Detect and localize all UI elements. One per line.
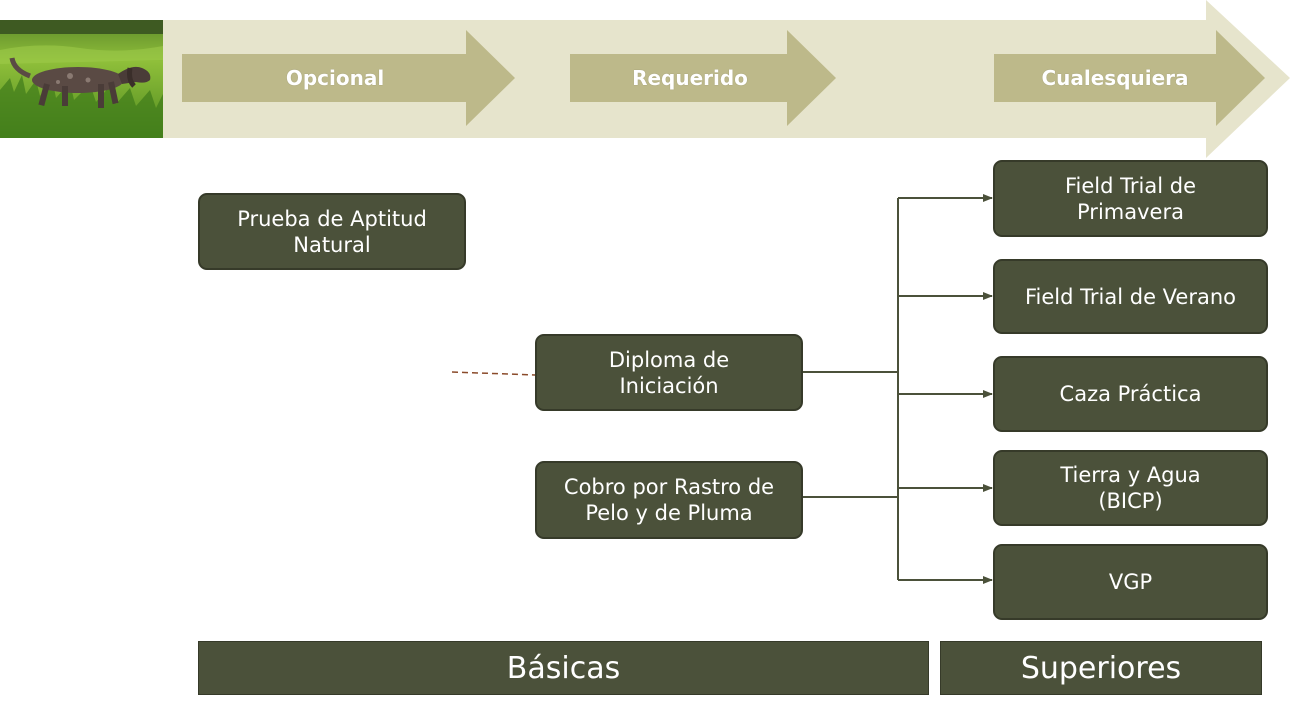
- box-summer-trial-label: Field Trial de Verano: [1025, 284, 1236, 309]
- stage-label-required: Requerido: [632, 66, 748, 90]
- box-practical-hunt: Caza Práctica: [993, 356, 1268, 432]
- dashed-connector: [451, 371, 536, 376]
- box-natural-aptitude: Prueba de Aptitud Natural: [198, 193, 466, 270]
- box-tracking: Cobro por Rastro de Pelo y de Pluma: [535, 461, 803, 539]
- stage-label-optional: Opcional: [285, 66, 385, 90]
- category-basic-label: Básicas: [506, 650, 621, 686]
- box-vgp: VGP: [993, 544, 1268, 620]
- box-natural-aptitude-label: Prueba de Aptitud Natural: [237, 206, 427, 257]
- box-summer-trial: Field Trial de Verano: [993, 259, 1268, 334]
- category-basic: Básicas: [198, 641, 929, 695]
- stage-label-any: Cualesquiera: [1041, 66, 1189, 90]
- dog-photo: [0, 20, 163, 138]
- box-initiation-diploma-label: Diploma de Iniciación: [608, 347, 730, 398]
- box-spring-trial: Field Trial de Primavera: [993, 160, 1268, 237]
- stage-banner: [150, 0, 1290, 158]
- box-initiation-diploma: Diploma de Iniciación: [535, 334, 803, 411]
- dog-figure: [9, 57, 151, 108]
- stage-arrow-optional: [182, 30, 515, 126]
- box-spring-trial-label: Field Trial de Primavera: [1065, 173, 1196, 224]
- box-land-water-label: Tierra y Agua (BICP): [1060, 463, 1201, 513]
- box-practical-hunt-label: Caza Práctica: [1059, 382, 1202, 406]
- box-tracking-label: Cobro por Rastro de Pelo y de Pluma: [563, 475, 775, 525]
- box-vgp-label: VGP: [1108, 570, 1153, 594]
- stage-arrow-any: [994, 30, 1265, 126]
- box-land-water: Tierra y Agua (BICP): [993, 450, 1268, 526]
- stage-arrow-required: [570, 30, 836, 126]
- category-superior: Superiores: [940, 641, 1262, 695]
- category-superior-label: Superiores: [1020, 650, 1182, 686]
